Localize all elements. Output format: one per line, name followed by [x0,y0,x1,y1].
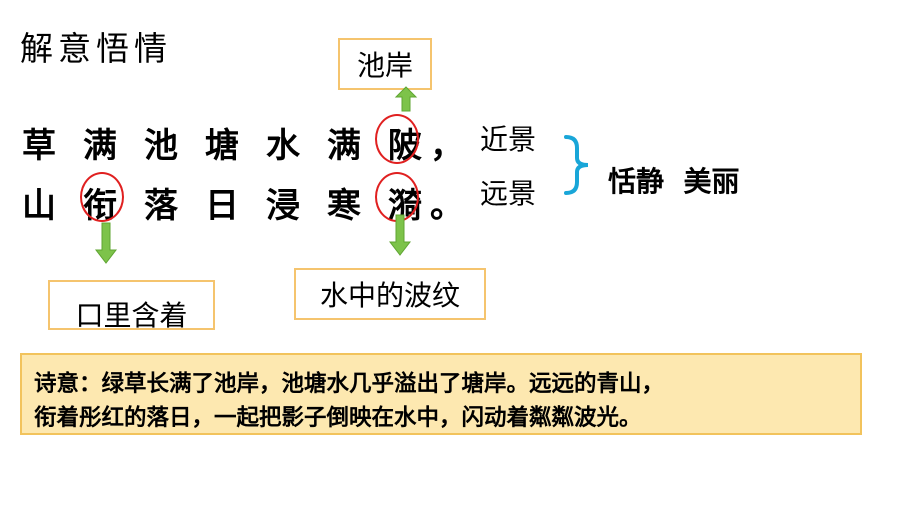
scene-near: 近景 [480,123,537,156]
arrow-down-icon [388,214,412,256]
highlight-circle-xian [80,172,124,222]
arrow-down-icon [94,222,118,264]
poem-char: 山 [22,186,56,226]
right-brace-icon [564,135,589,195]
poem-punct: ， [430,126,464,166]
poem-char: 满 [83,126,117,166]
poem-char: 日 [205,186,239,226]
page-title: 解意悟情 [20,29,172,68]
poem-punct: 。 [430,186,464,226]
poem-char: 塘 [205,126,239,166]
poem-meaning-box: 诗意：绿草长满了池岸，池塘水几乎溢出了塘岸。远远的青山， 衔着彤红的落日，一起把… [20,353,862,435]
poem-char: 池 [144,126,178,166]
poem-meaning-line-2: 衔着彤红的落日，一起把影子倒映在水中，闪动着粼粼波光。 [34,405,642,431]
note-xian-text: 口里含着 [75,299,188,332]
note-xian: 口里含着 [48,280,215,332]
scene-far: 远景 [480,177,537,210]
poem-char: 浸 [266,186,300,226]
poem-char: 寒 [327,186,361,226]
note-yi-text: 水中的波纹 [319,279,460,312]
arrow-up-icon [394,86,418,112]
note-bei-text: 池岸 [356,49,413,82]
poem-char: 落 [144,186,178,226]
note-bei: 池岸 [338,38,432,90]
scene-summary: 恬静 美丽 [608,165,740,198]
poem-meaning-line-1: 诗意：绿草长满了池岸，池塘水几乎溢出了塘岸。远远的青山， [34,371,665,397]
note-yi: 水中的波纹 [294,268,486,320]
highlight-circle-bei [375,114,419,164]
poem-char: 水 [266,126,300,166]
poem-char: 草 [22,126,56,166]
poem-line-1: 草满池塘水满陂， [22,118,464,167]
poem-char: 满 [327,126,361,166]
